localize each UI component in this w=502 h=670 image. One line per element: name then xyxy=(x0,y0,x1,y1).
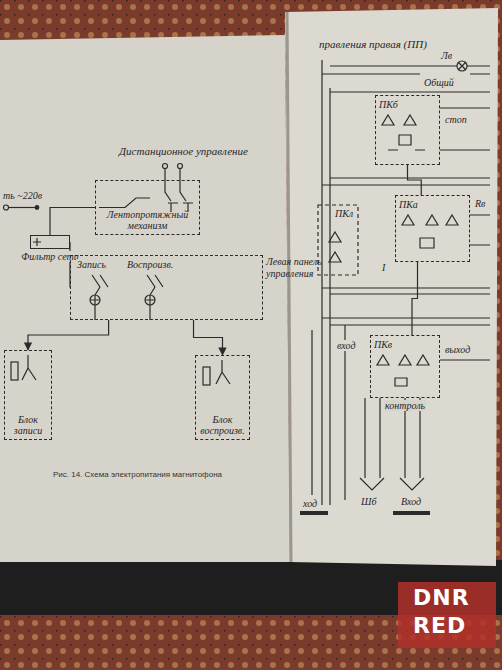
switch-blocks xyxy=(377,355,429,386)
wire-connector xyxy=(50,208,95,236)
node-text: Лентопротяжный механизм xyxy=(99,209,196,231)
record-block: Блок записи xyxy=(4,350,52,440)
carpet xyxy=(0,560,502,615)
record-block-symbol xyxy=(11,355,36,380)
input-jacks xyxy=(312,325,420,500)
remote-terminals xyxy=(178,164,183,169)
record-block-symbol xyxy=(11,362,18,380)
filter-symbol xyxy=(33,238,41,246)
schematic-label: ПКл xyxy=(334,208,354,219)
panel-switches xyxy=(90,275,163,320)
right-page-bus xyxy=(330,65,457,66)
schematic-label: правления правая (ПП) xyxy=(318,38,428,50)
switch-box: ПКб xyxy=(375,95,440,165)
switch-blocks xyxy=(318,205,358,275)
filter-symbol xyxy=(33,238,41,246)
carpet xyxy=(398,582,496,648)
schematic-label: стоп xyxy=(444,114,468,125)
book-pages xyxy=(285,8,498,566)
playback-block-symbol xyxy=(203,360,230,385)
switch-blocks xyxy=(382,115,425,150)
schematic-label: Запись xyxy=(76,259,107,270)
input-jacks xyxy=(300,325,430,513)
wire-connector xyxy=(28,320,109,350)
node-text: Левая панель управления xyxy=(266,256,328,279)
mechanism-box: Лентопротяжный механизм xyxy=(95,180,200,235)
right-page-bus xyxy=(322,60,330,505)
book-pages xyxy=(287,12,291,562)
right-page-bus xyxy=(322,66,490,185)
panel-switches xyxy=(145,295,155,305)
mains-terminal xyxy=(9,207,37,208)
node-text: ПКв xyxy=(374,339,436,350)
panel-switches xyxy=(92,275,163,287)
panel-switches xyxy=(90,295,100,305)
node-text: ПКа xyxy=(399,199,466,210)
switch-blocks xyxy=(402,215,458,248)
right-page-bus xyxy=(322,60,490,505)
switch-blocks xyxy=(329,232,341,262)
book-pages xyxy=(0,35,290,562)
mains-terminal xyxy=(4,205,9,210)
playback-block-symbol xyxy=(203,367,210,385)
switch-blocks xyxy=(318,115,458,386)
schematic-label: вход xyxy=(336,340,356,351)
switch-box: ПКвконтроль xyxy=(370,335,440,398)
wire-connector xyxy=(194,320,223,355)
right-page-bus xyxy=(457,61,467,71)
node-text: Блок воспроизв. xyxy=(199,414,246,436)
watermark: DNR xyxy=(412,586,471,610)
wire-connector xyxy=(408,165,422,195)
filter-box: Фильтр сети xyxy=(30,235,70,249)
schematic-label: Rв xyxy=(474,198,486,209)
panel-switches xyxy=(145,295,155,305)
schematic-label: ть ~220в xyxy=(2,190,43,201)
book-pages xyxy=(0,8,498,566)
playback-block-symbol xyxy=(216,360,230,384)
node-text: контроль xyxy=(384,400,426,411)
remote-terminals xyxy=(165,169,186,201)
remote-terminals xyxy=(163,164,194,213)
schematic-label: Воспроизв. xyxy=(126,259,174,270)
schematic-label: I xyxy=(381,262,386,273)
mains-terminal xyxy=(35,206,39,210)
playback-block: Блок воспроизв. xyxy=(195,355,250,440)
right-page-bus xyxy=(440,108,490,360)
panel-switches xyxy=(95,287,155,320)
schematic-label: выход xyxy=(444,344,471,355)
schematic-label: Вход xyxy=(400,496,422,507)
schematic-label: ход xyxy=(302,498,318,509)
switch-box: ПКа xyxy=(395,195,470,262)
watermark: RED xyxy=(412,614,467,638)
record-block-symbol xyxy=(22,355,36,380)
node-text: ПКб xyxy=(379,99,436,110)
remote-terminals xyxy=(163,164,168,169)
panel-switches xyxy=(90,295,100,305)
figure-caption: Рис. 14. Схема электропитания магнитофон… xyxy=(52,470,223,479)
schematic-label: Шб xyxy=(360,496,377,507)
input-jacks xyxy=(300,511,430,515)
node-text: Блок записи xyxy=(8,414,48,436)
right-page-bus xyxy=(458,62,466,70)
schematic-label: Дистанционное управление xyxy=(118,145,249,157)
mains-terminal xyxy=(99,198,150,208)
schematic-label: Общий xyxy=(423,77,455,88)
input-jacks xyxy=(360,478,424,490)
right-page-bus xyxy=(322,288,490,325)
wire-connector xyxy=(412,262,418,335)
schematic-label: Лв xyxy=(440,50,453,61)
